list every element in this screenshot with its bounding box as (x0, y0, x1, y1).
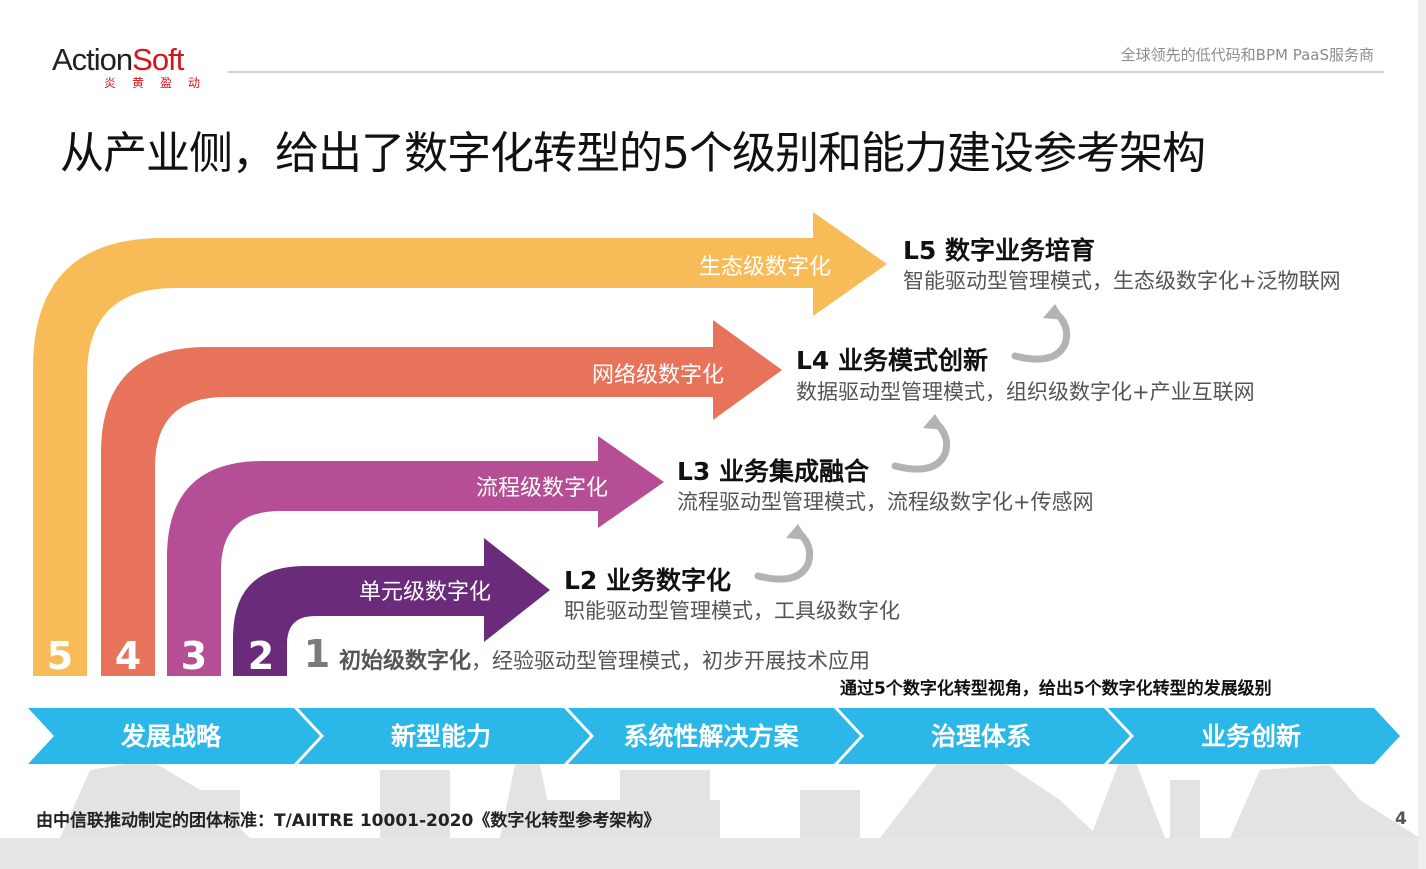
band-label: 新型能力 (391, 722, 491, 751)
level-1-title: 初始级数字化 (339, 649, 471, 674)
level-4-description: 数据驱动型管理模式，组织级数字化+产业互联网 (796, 379, 1255, 405)
arrow-label-level-4: 网络级数字化 (592, 363, 724, 388)
level-number-3: 3 (181, 634, 207, 678)
source-note: 由中信联推动制定的团体标准：T/AIITRE 10001-2020《数字化转型参… (36, 806, 660, 831)
header-divider (228, 71, 1384, 73)
level-4-title: L4 业务模式创新 (796, 346, 988, 376)
slide-edge (1418, 0, 1426, 869)
header-tagline: 全球领先的低代码和BPM PaaS服务商 (1121, 44, 1374, 65)
level-number-1: 1 (304, 632, 330, 676)
logo-action-text: Action (52, 42, 132, 77)
cycle-arrow-icon (1015, 304, 1067, 359)
band-label: 发展战略 (120, 722, 222, 751)
level-5-description: 智能驱动型管理模式，生态级数字化+泛物联网 (903, 268, 1341, 294)
page-number: 4 (1395, 809, 1407, 829)
arrow-label-level-5: 生态级数字化 (699, 255, 831, 280)
cycle-arrow-icon (758, 524, 810, 579)
level-number-2: 2 (248, 634, 274, 678)
level-1-description: ，经验驱动型管理模式，初步开展技术应用 (471, 649, 870, 673)
arrow-label-level-3: 流程级数字化 (476, 476, 608, 501)
levels-caption: 通过5个数字化转型视角，给出5个数字化转型的发展级别 (840, 674, 1272, 699)
level-2-title: L2 业务数字化 (564, 566, 731, 596)
footer-strip (0, 838, 1426, 869)
level-3-description: 流程驱动型管理模式，流程级数字化+传感网 (677, 489, 1094, 515)
level-5-title: L5 数字业务培育 (903, 236, 1095, 266)
company-logo: ActionSoft 炎黄盈动 (52, 42, 212, 94)
slide-title: 从产业侧，给出了数字化转型的5个级别和能力建设参考架构 (60, 124, 1205, 184)
logo-soft-text: Soft (132, 42, 183, 77)
arrow-label-level-2: 单元级数字化 (359, 580, 491, 605)
perspective-band: 发展战略 新型能力 系统性解决方案 治理体系 业务创新 (0, 700, 1426, 772)
level-3-title: L3 业务集成融合 (677, 457, 869, 487)
level-1-row: 初始级数字化，经验驱动型管理模式，初步开展技术应用 (339, 647, 870, 677)
band-label: 系统性解决方案 (623, 722, 799, 751)
band-label: 治理体系 (931, 722, 1031, 751)
level-number-5: 5 (47, 634, 73, 678)
level-number-4: 4 (115, 634, 141, 678)
cycle-arrow-icon (895, 414, 947, 469)
level-2-description: 职能驱动型管理模式，工具级数字化 (564, 598, 900, 624)
logo-subtitle: 炎黄盈动 (104, 76, 216, 90)
band-label: 业务创新 (1201, 722, 1301, 751)
